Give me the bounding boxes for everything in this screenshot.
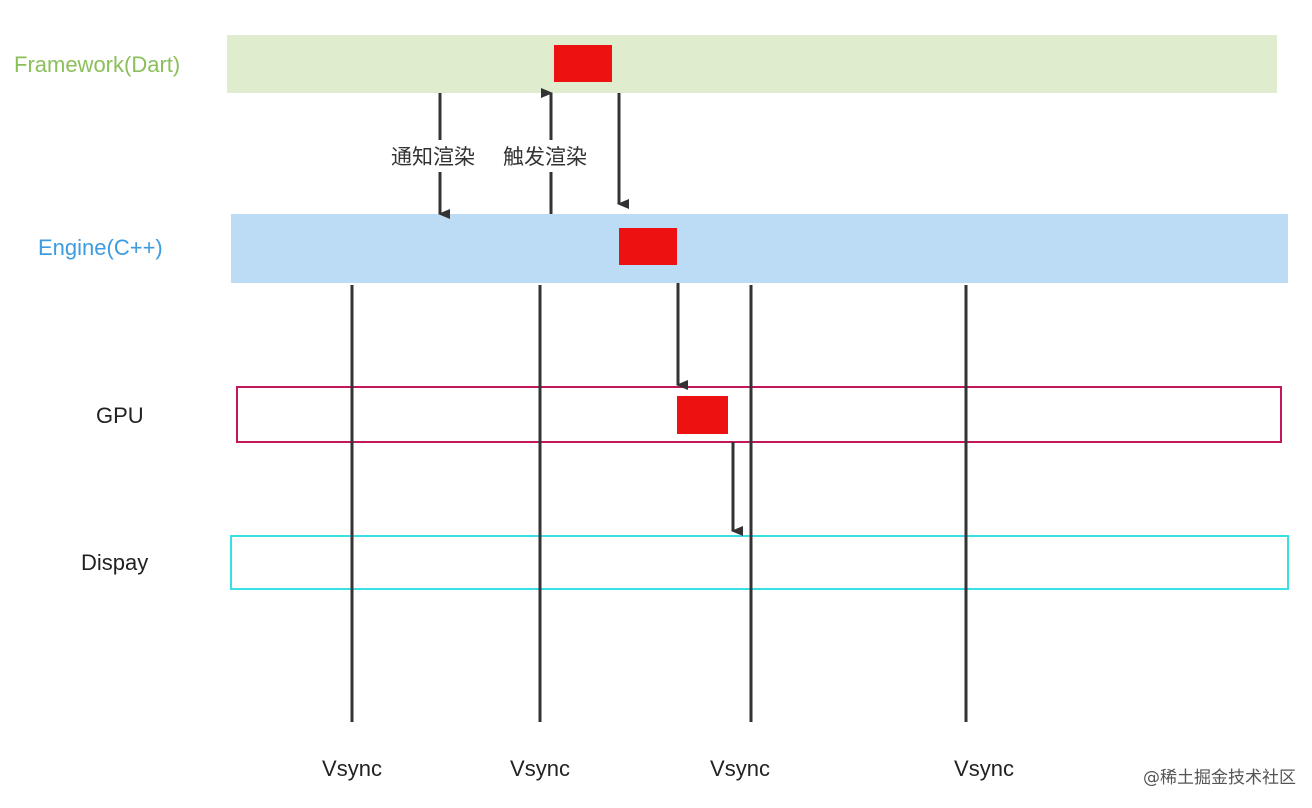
watermark-text: @稀土掘金技术社区 xyxy=(1143,768,1296,788)
vsync-label: Vsync xyxy=(322,756,382,781)
display-lane xyxy=(230,535,1289,590)
display-label: Dispay xyxy=(81,550,148,575)
vsync-label: Vsync xyxy=(954,756,1014,781)
engine-task-block xyxy=(619,228,677,265)
framework-task-block xyxy=(554,45,612,82)
gpu-lane xyxy=(236,386,1282,443)
trigger-render-label-bg xyxy=(501,140,603,172)
notify-render-label-bg xyxy=(389,140,489,172)
vsync-label: Vsync xyxy=(710,756,770,781)
engine-lane xyxy=(231,214,1288,283)
gpu-label: GPU xyxy=(96,403,144,428)
gpu-task-block xyxy=(677,396,728,434)
notify-render-label: 通知渲染 xyxy=(391,145,475,169)
framework-lane xyxy=(227,35,1277,93)
engine-label: Engine(C++) xyxy=(38,235,163,260)
trigger-render-label: 触发渲染 xyxy=(503,145,587,169)
framework-label: Framework(Dart) xyxy=(14,52,180,77)
vsync-label: Vsync xyxy=(510,756,570,781)
